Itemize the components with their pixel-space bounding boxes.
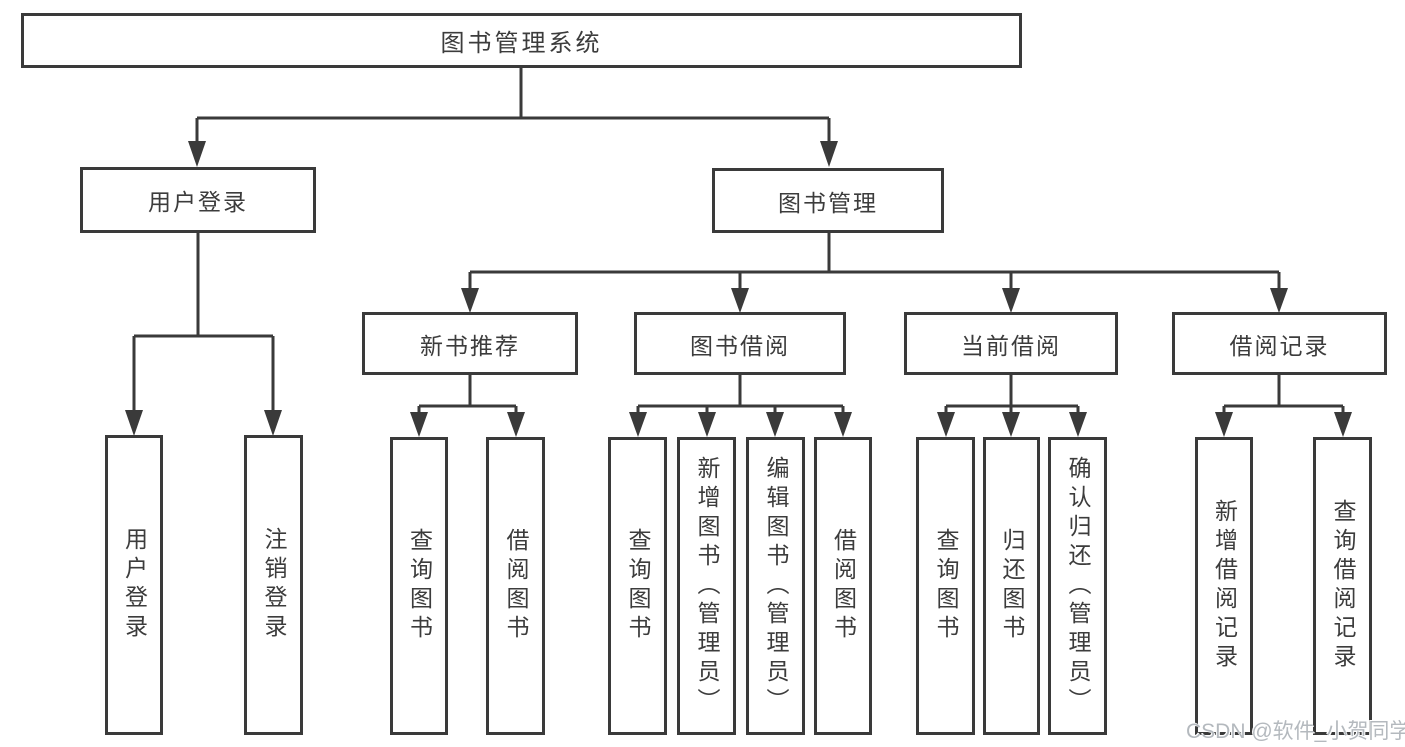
leaf-recommend-borrow-books-label: 借阅图书 bbox=[503, 528, 529, 644]
leaf-confirm-return-admin-label: 确认归还（管理员） bbox=[1065, 455, 1091, 717]
csdn-watermark: CSDN @软件_小贺同学 bbox=[1186, 720, 1405, 743]
node-root-system: 图书管理系统 bbox=[21, 13, 1022, 68]
leaf-query-borrow-record-label: 查询借阅记录 bbox=[1330, 499, 1356, 673]
leaf-add-books-admin-label: 新增图书（管理员） bbox=[694, 455, 720, 717]
leaf-logout-label: 注销登录 bbox=[261, 527, 287, 643]
leaf-user-login-label: 用户登录 bbox=[121, 527, 148, 643]
node-book-borrow-label: 图书借阅 bbox=[690, 332, 790, 359]
node-book-management: 图书管理 bbox=[712, 168, 944, 233]
node-borrow-records-label: 借阅记录 bbox=[1229, 332, 1330, 359]
leaf-logout: 注销登录 bbox=[244, 435, 303, 735]
node-new-book-recommend-label: 新书推荐 bbox=[420, 332, 520, 359]
leaf-add-borrow-record: 新增借阅记录 bbox=[1195, 437, 1253, 735]
node-user-login-branch-label: 用户登录 bbox=[148, 189, 248, 215]
leaf-borrow-books-label: 借阅图书 bbox=[830, 528, 857, 644]
leaf-edit-books-admin-label: 编辑图书（管理员） bbox=[763, 455, 789, 717]
leaf-return-books: 归还图书 bbox=[983, 437, 1040, 735]
leaf-confirm-return-admin: 确认归还（管理员） bbox=[1048, 437, 1107, 735]
leaf-recommend-query-books: 查询图书 bbox=[390, 437, 448, 735]
leaf-current-query-books-label: 查询图书 bbox=[933, 528, 959, 644]
leaf-user-login: 用户登录 bbox=[105, 435, 163, 735]
leaf-add-borrow-record-label: 新增借阅记录 bbox=[1211, 499, 1238, 673]
node-user-login-branch: 用户登录 bbox=[80, 167, 316, 233]
node-new-book-recommend: 新书推荐 bbox=[362, 312, 578, 375]
node-current-borrow: 当前借阅 bbox=[904, 312, 1118, 375]
leaf-borrow-query-books: 查询图书 bbox=[608, 437, 667, 735]
node-root-label: 图书管理系统 bbox=[440, 30, 603, 57]
leaf-borrow-query-books-label: 查询图书 bbox=[625, 528, 651, 644]
leaf-edit-books-admin: 编辑图书（管理员） bbox=[746, 437, 805, 735]
leaf-current-query-books: 查询图书 bbox=[916, 437, 975, 735]
node-borrow-records: 借阅记录 bbox=[1172, 312, 1387, 375]
leaf-return-books-label: 归还图书 bbox=[999, 528, 1025, 644]
leaf-borrow-books: 借阅图书 bbox=[814, 437, 872, 735]
node-current-borrow-label: 当前借阅 bbox=[961, 332, 1061, 359]
leaf-add-books-admin: 新增图书（管理员） bbox=[677, 437, 736, 735]
leaf-query-borrow-record: 查询借阅记录 bbox=[1313, 437, 1372, 735]
leaf-recommend-query-books-label: 查询图书 bbox=[406, 528, 433, 644]
node-book-management-label: 图书管理 bbox=[778, 189, 878, 216]
leaf-recommend-borrow-books: 借阅图书 bbox=[486, 437, 545, 735]
node-book-borrow: 图书借阅 bbox=[634, 312, 846, 375]
